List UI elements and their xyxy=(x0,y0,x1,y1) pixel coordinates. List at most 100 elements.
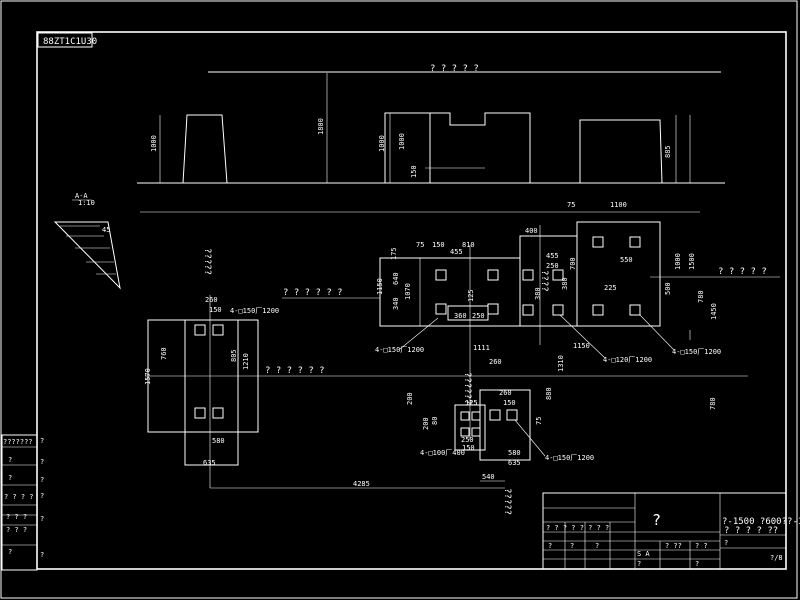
svg-text:1500: 1500 xyxy=(688,253,696,270)
svg-text:???????: ??????? xyxy=(3,438,33,446)
stamp-text: 88ZT1C1U30 xyxy=(43,37,97,47)
left-revision-table: ??????? ? ? ? ? ? ? ? ? ? ? ? ? ? ? ? ? … xyxy=(1,434,44,571)
svg-text:805: 805 xyxy=(230,349,238,362)
svg-text:? ? ? ?: ? ? ? ? xyxy=(4,493,34,501)
svg-text:80: 80 xyxy=(431,417,439,425)
v-col4: ????? xyxy=(502,488,512,515)
svg-text:200: 200 xyxy=(406,392,414,405)
svg-text:1800: 1800 xyxy=(317,118,325,135)
v-col2: ?????? xyxy=(462,372,472,405)
mid-left-text: ? ? ? ? ? ? xyxy=(283,288,343,298)
svg-text:635: 635 xyxy=(203,459,216,467)
svg-text:1000: 1000 xyxy=(674,253,682,270)
svg-text:380: 380 xyxy=(534,287,542,300)
svg-text:?: ? xyxy=(8,456,12,464)
svg-text:455: 455 xyxy=(450,248,463,256)
callout-left: 4-□150厂1200 xyxy=(230,307,279,315)
svg-text:1000: 1000 xyxy=(378,135,386,152)
right-step-block: 400 75 1100 455 250 550 225 700 1000 150… xyxy=(519,201,721,364)
svg-text:A-A: A-A xyxy=(75,192,88,200)
stamp-box xyxy=(37,32,93,48)
elevation-view: 1000 1800 1000 1000 885 150 xyxy=(137,73,725,184)
svg-text:500: 500 xyxy=(664,282,672,295)
svg-text:640: 640 xyxy=(392,272,400,285)
svg-text:760: 760 xyxy=(160,347,168,360)
svg-text:260: 260 xyxy=(205,296,218,304)
svg-text:1150: 1150 xyxy=(573,342,590,350)
svg-text:?: ? xyxy=(40,551,44,559)
svg-text:150: 150 xyxy=(432,241,445,249)
dim-4285: 4285 xyxy=(353,480,370,488)
svg-text:? ??: ? ?? xyxy=(665,542,682,550)
svg-text:885: 885 xyxy=(664,145,672,158)
svg-text:?: ? xyxy=(8,474,12,482)
svg-text:780: 780 xyxy=(697,290,705,303)
svg-text:550: 550 xyxy=(620,256,633,264)
svg-text:1210: 1210 xyxy=(242,353,250,370)
svg-text:?: ? xyxy=(695,560,699,568)
svg-text:380: 380 xyxy=(561,277,569,290)
svg-text:1310: 1310 xyxy=(557,355,565,372)
lower-foundation: 260 150 125 250 150 75 580 635 200 200 8… xyxy=(406,355,717,467)
svg-text:250: 250 xyxy=(472,312,485,320)
svg-text:635: 635 xyxy=(508,459,521,467)
svg-text:?: ? xyxy=(40,437,44,445)
svg-text:S A: S A xyxy=(637,550,650,558)
svg-text:260: 260 xyxy=(499,389,512,397)
svg-text:340: 340 xyxy=(392,297,400,310)
svg-text:75: 75 xyxy=(567,201,575,209)
svg-text:700: 700 xyxy=(569,257,577,270)
callout-right-1: 4-□120厂1200 xyxy=(603,356,652,364)
svg-text:? ? ?: ? ? ? xyxy=(6,513,27,521)
svg-text:?: ? xyxy=(637,560,641,568)
svg-text:260: 260 xyxy=(489,358,502,366)
svg-text:1570: 1570 xyxy=(144,368,152,385)
svg-text:1111: 1111 xyxy=(473,344,490,352)
svg-text:400: 400 xyxy=(525,227,538,235)
svg-text:810: 810 xyxy=(462,241,475,249)
section-mark: A-A 1:10 45 xyxy=(53,192,121,290)
svg-text:?: ? xyxy=(570,542,574,550)
svg-text:455: 455 xyxy=(546,252,559,260)
svg-text:?: ? xyxy=(548,542,552,550)
svg-text:580: 580 xyxy=(212,437,225,445)
callout-right-2: 4-□150厂1200 xyxy=(672,348,721,356)
svg-text:?: ? xyxy=(40,458,44,466)
svg-text:?: ? xyxy=(595,542,599,550)
svg-text:360: 360 xyxy=(454,312,467,320)
svg-text:1070: 1070 xyxy=(404,283,412,300)
svg-text:250: 250 xyxy=(546,262,559,270)
svg-text:75: 75 xyxy=(535,417,543,425)
svg-text:150: 150 xyxy=(209,306,222,314)
callout-lower-1: 4-□100厂400 xyxy=(420,449,465,457)
svg-text:?: ? xyxy=(8,548,12,556)
svg-text:780: 780 xyxy=(709,397,717,410)
svg-text:125: 125 xyxy=(465,399,478,407)
left-foundation: 260 150 760 1570 805 1210 580 635 4-□150… xyxy=(144,295,279,488)
top-title: ? ? ? ? ? xyxy=(430,64,479,74)
svg-text:880: 880 xyxy=(545,387,553,400)
callout-central: 4-□150厂1200 xyxy=(375,346,424,354)
svg-text:150: 150 xyxy=(462,444,475,452)
svg-text:125: 125 xyxy=(467,289,475,302)
svg-text:200: 200 xyxy=(422,417,430,430)
svg-text:?: ? xyxy=(40,515,44,523)
svg-text:540: 540 xyxy=(482,473,495,481)
inner-frame xyxy=(36,31,787,570)
central-foundation: 75 150 810 455 1150 175 640 1070 340 360… xyxy=(375,241,521,440)
svg-text:?: ? xyxy=(40,492,44,500)
svg-text:? ? ? ? ? ? ? ?: ? ? ? ? ? ? ? ? xyxy=(546,524,609,532)
project-line2: ? ? ? ? ?? xyxy=(724,526,778,536)
center-text: ? ? ? ? ? ? xyxy=(265,366,325,376)
svg-text:45: 45 xyxy=(102,226,110,234)
project-line1: ?-1500 ?600??-1 xyxy=(722,517,800,527)
svg-text:?: ? xyxy=(40,476,44,484)
svg-text:150: 150 xyxy=(503,399,516,407)
svg-text:1100: 1100 xyxy=(610,201,627,209)
svg-text:75: 75 xyxy=(416,241,424,249)
svg-text:? ? ?: ? ? ? xyxy=(6,526,27,534)
svg-text:1000: 1000 xyxy=(150,135,158,152)
svg-text:1000: 1000 xyxy=(398,133,406,150)
